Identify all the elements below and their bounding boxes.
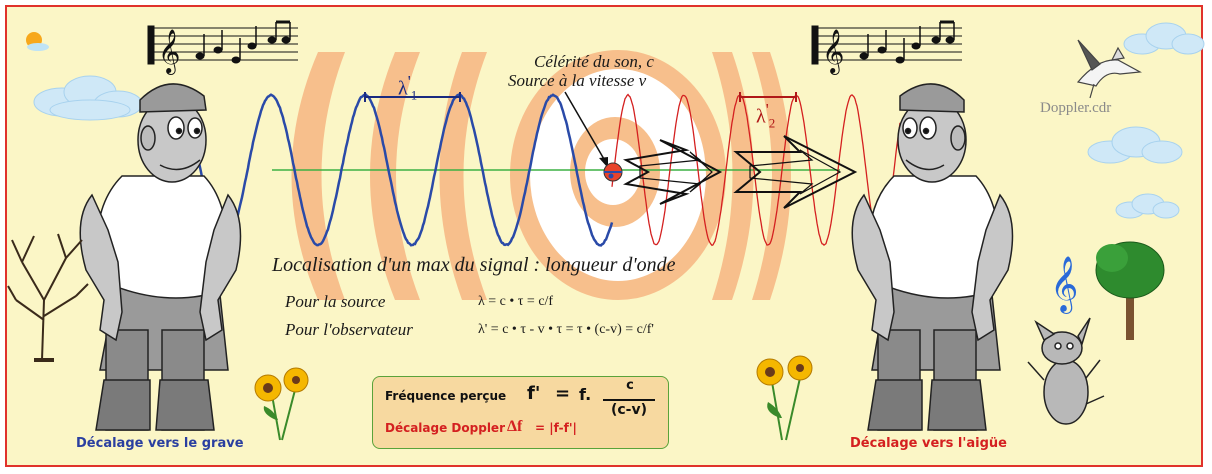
localisation-text: Localisation d'un max du signal : longue…	[272, 254, 676, 277]
lambda1-subscript: 1	[411, 88, 418, 103]
flower-icon	[255, 368, 308, 440]
for-observer-label: Pour l'observateur	[285, 320, 413, 340]
formula-box: Fréquence perçue f' = f. c (c-v) Décalag…	[372, 376, 669, 449]
f-dot-symbol: f.	[579, 385, 591, 404]
tree-icon	[1096, 242, 1164, 340]
lambda1-symbol: λ	[398, 78, 408, 100]
for-source-formula: λ = c • τ = c/f	[478, 294, 553, 310]
fraction-denominator: (c-v)	[603, 402, 655, 418]
fraction-bar	[603, 399, 655, 401]
lambda2-label: λ'2	[756, 100, 775, 132]
delta-f-symbol: Δf	[507, 418, 522, 436]
svg-text:𝄞: 𝄞	[822, 29, 844, 75]
man-figure-icon	[80, 84, 240, 430]
cloud-icon	[34, 76, 142, 120]
cloud-icon	[1116, 194, 1179, 218]
for-observer-formula: λ' = c • τ - v • τ = τ • (c-v) = c/f'	[478, 322, 654, 338]
music-staff-icon: 𝄞	[812, 22, 962, 75]
man-figure-icon	[852, 84, 1012, 430]
f-prime-symbol: f'	[527, 383, 540, 404]
doppler-shift-value: = |f-f'|	[535, 421, 577, 435]
watermark: Doppler.cdr	[1040, 100, 1111, 117]
music-staff-icon: 𝄞	[148, 22, 298, 75]
source-speed-label: Source à la vitesse v	[508, 71, 646, 91]
wavefront-arc	[752, 52, 791, 300]
lambda1-label: λ'1	[398, 72, 417, 104]
tree-icon	[8, 234, 88, 360]
perceived-frequency-label: Fréquence perçue	[385, 389, 506, 403]
cloud-icon	[1088, 127, 1182, 163]
cloud-icon	[1124, 23, 1204, 54]
for-source-label: Pour la source	[285, 292, 385, 312]
right-caption: Décalage vers l'aigüe	[850, 436, 1007, 451]
dog-icon	[1028, 318, 1104, 424]
source-icon	[604, 163, 622, 181]
treble-clef-icon: 𝄞	[1050, 256, 1078, 314]
equals-symbol: =	[555, 383, 570, 404]
sun-icon	[26, 32, 49, 51]
svg-text:𝄞: 𝄞	[158, 29, 180, 75]
lambda2-symbol: λ	[756, 106, 766, 128]
doppler-shift-label: Décalage Doppler	[385, 421, 505, 435]
celerity-label: Célérité du son, c	[534, 52, 654, 72]
flower-icon	[757, 356, 812, 440]
left-caption: Décalage vers le grave	[76, 436, 244, 451]
lambda2-subscript: 2	[769, 116, 776, 131]
fraction-numerator: c	[607, 378, 653, 393]
